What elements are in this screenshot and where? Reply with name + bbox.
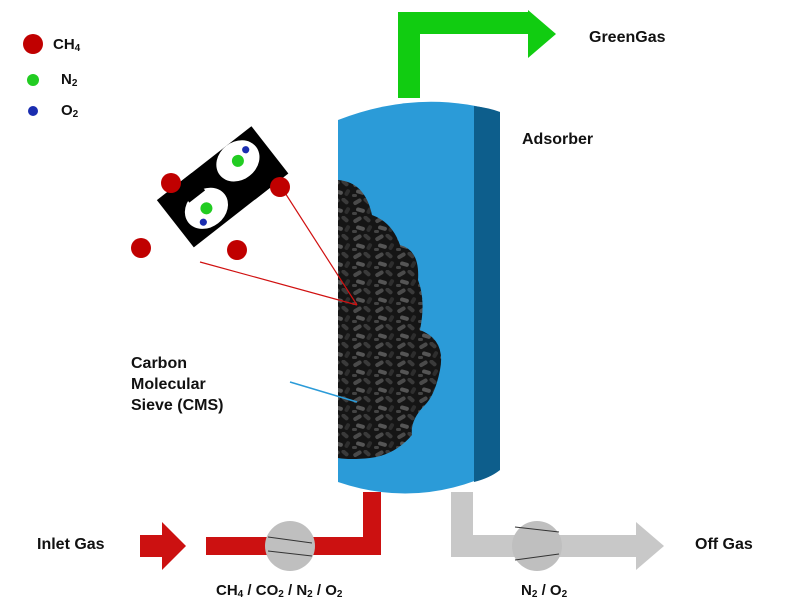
legend-o2-dot-icon: [28, 106, 38, 116]
legend-ch4-label: CH4: [53, 36, 81, 54]
inlet-gas-label: Inlet Gas: [37, 536, 105, 553]
inlet-arrow-icon: [140, 522, 186, 570]
adsorber-label: Adsorber: [522, 131, 594, 148]
legend-ch4-dot-icon: [23, 34, 43, 54]
cms-bed: [338, 180, 442, 459]
sieve-pore-block: [156, 126, 289, 248]
adsorber-side-shade: [474, 106, 500, 482]
green-gas-pipe: [398, 10, 556, 98]
cms-label: Carbon Molecular Sieve (CMS): [131, 355, 224, 414]
off-gas-label: Off Gas: [695, 536, 753, 553]
green-gas-label: GreenGas: [589, 29, 666, 46]
legend-o2-label: O2: [61, 102, 79, 120]
off-gas-valve-icon: [512, 521, 562, 571]
legend-n2-dot-icon: [27, 74, 39, 86]
off-gas-arrow-icon: [636, 522, 664, 570]
inlet-valve-icon: [265, 521, 315, 571]
legend-n2-label: N2: [61, 71, 78, 89]
inlet-pipe: [206, 492, 381, 555]
inlet-composition-label: CH4 / CO2 / N2 / O2: [216, 582, 343, 600]
ch4-molecules: [131, 173, 290, 260]
green-gas-arrow-icon: [528, 10, 556, 58]
off-gas-pipe: [451, 492, 664, 570]
cms-pointer-line: [289, 381, 358, 403]
off-gas-composition-label: N2 / O2: [521, 582, 568, 600]
zoom-line-bottom: [199, 261, 358, 306]
